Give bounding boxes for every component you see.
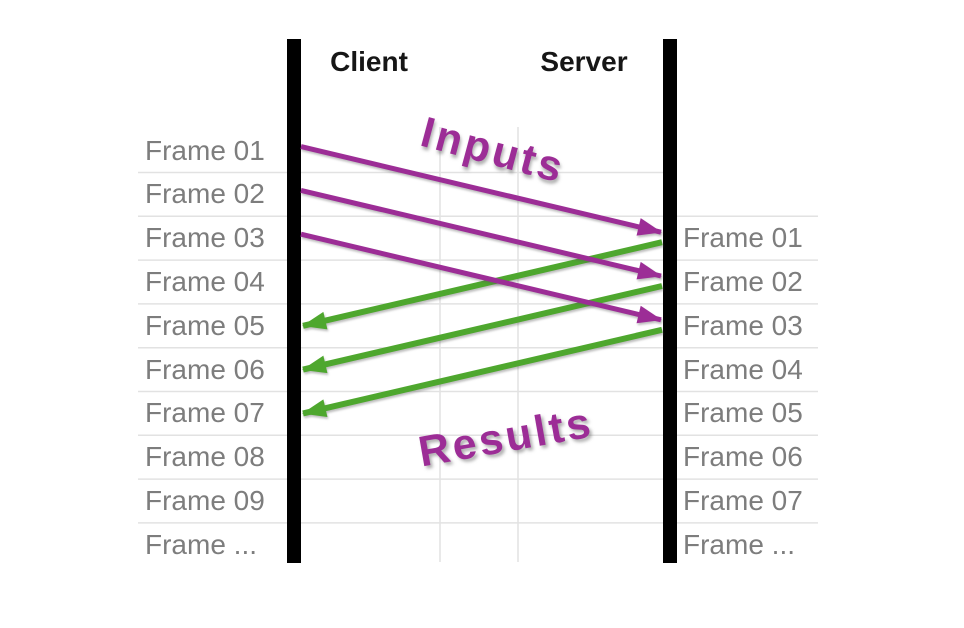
input-arrow	[300, 144, 662, 236]
client-frame-label: Frame 08	[145, 441, 265, 473]
server-frame-label: Frame 04	[683, 353, 803, 385]
result-arrow	[302, 283, 663, 374]
client-frame-label: Frame 05	[145, 309, 265, 341]
client-timeline-bar	[287, 39, 301, 563]
server-frame-label: Frame 03	[683, 309, 803, 341]
result-arrow	[302, 239, 663, 330]
input-arrow	[300, 231, 662, 324]
client-frame-label: Frame 04	[145, 266, 265, 297]
result-arrow	[302, 326, 663, 417]
client-frame-label: Frame 06	[145, 353, 265, 385]
client-frame-label: Frame 09	[145, 485, 265, 516]
server-frame-label: Frame 01	[683, 222, 803, 254]
input-arrow	[300, 187, 662, 280]
client-frame-label: Frame 07	[145, 397, 265, 429]
server-frame-label: Frame 02	[683, 266, 803, 297]
server-frame-label: Frame 05	[683, 397, 803, 429]
client-frame-label: Frame 01	[145, 134, 265, 166]
server-frame-label: Frame 06	[683, 441, 803, 473]
client-frame-label: Frame ...	[145, 528, 258, 560]
server-column-title: Server	[540, 46, 628, 77]
server-frame-label: Frame ...	[683, 528, 796, 560]
server-timeline-bar	[663, 39, 677, 563]
server-frame-label: Frame 07	[683, 485, 803, 516]
client-column-title: Client	[330, 46, 408, 77]
client-frame-label: Frame 02	[145, 178, 265, 210]
client-frame-label: Frame 03	[145, 222, 265, 254]
